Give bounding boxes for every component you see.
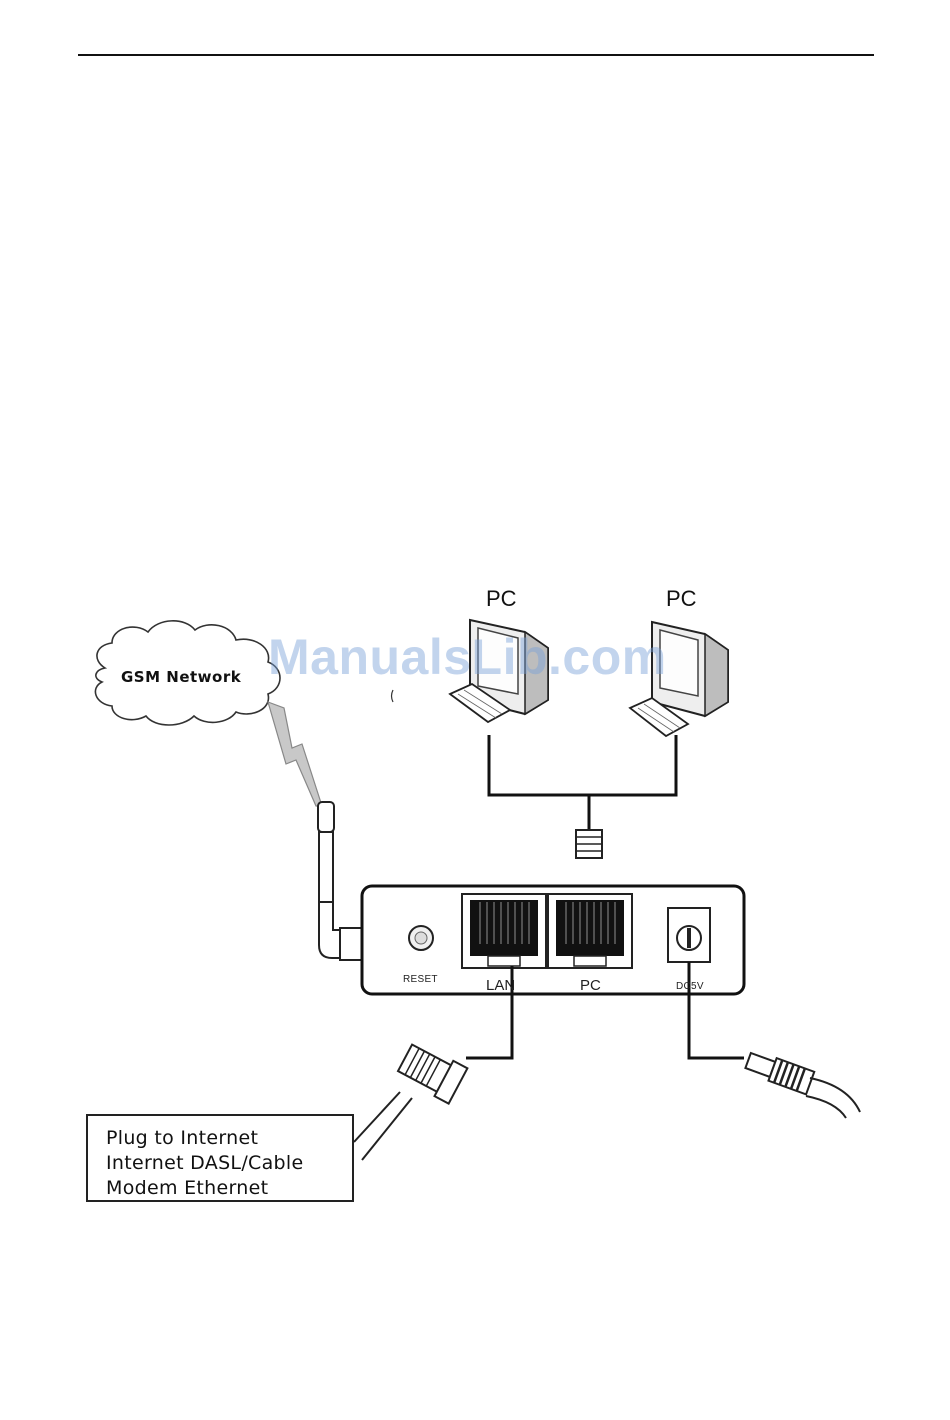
info-line-2: Internet DASL/Cable	[106, 1151, 352, 1176]
reset-label: RESET	[403, 975, 438, 985]
dc-power-jack	[668, 908, 710, 962]
info-line-3: Modem Ethernet	[106, 1176, 352, 1201]
pc-network-lines	[489, 735, 676, 858]
lan-label: LAN	[486, 978, 515, 993]
info-line-1: Plug to Internet	[106, 1126, 352, 1151]
gsm-network-label: GSM Network	[121, 670, 241, 685]
internet-info-box: Plug to Internet Internet DASL/Cable Mod…	[86, 1114, 354, 1202]
lan-port	[462, 894, 546, 968]
watermark: ManualsLib.com	[268, 628, 667, 686]
pc-right-label: PC	[666, 588, 697, 610]
pc-left-label: PC	[486, 588, 517, 610]
pc-port	[548, 894, 632, 968]
pc-port-label: PC	[580, 978, 601, 993]
wireless-signal-icon	[268, 702, 322, 806]
antenna	[318, 802, 362, 960]
dc-power-label: DC5V	[676, 982, 704, 992]
